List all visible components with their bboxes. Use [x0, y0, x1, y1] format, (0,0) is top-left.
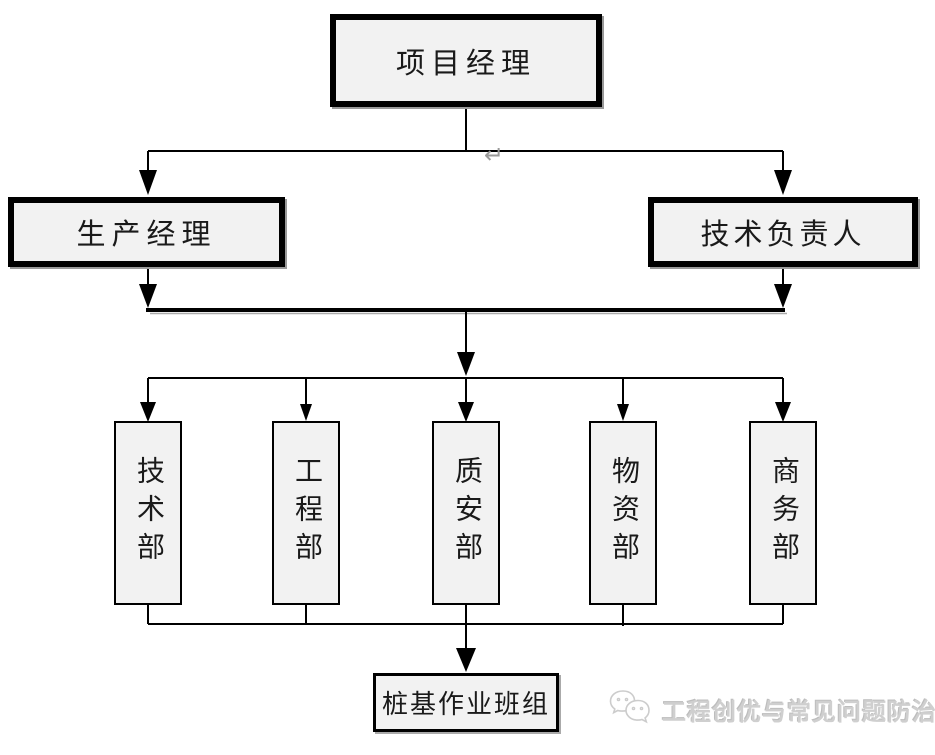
level1-connectors — [147, 107, 784, 172]
watermark-text: 工程创优与常见问题防治 — [662, 698, 935, 726]
node-dept-quality-safety-label: 质安部 — [451, 456, 482, 570]
center-arrowhead — [457, 352, 475, 376]
department-arrowheads — [140, 402, 791, 422]
node-dept-technology: 技术部 — [114, 421, 182, 605]
wechat-icon — [609, 690, 650, 724]
node-technical-director-label: 技术负责人 — [700, 219, 866, 251]
level2-connectors — [147, 267, 784, 286]
node-pile-work-team: 桩基作业班组 — [373, 673, 559, 732]
level2-arrowheads — [139, 284, 792, 308]
watermark: 工程创优与常见问题防治 — [608, 686, 935, 732]
node-dept-engineering-label: 工程部 — [291, 456, 322, 570]
node-pile-work-team-label: 桩基作业班组 — [381, 690, 550, 719]
level1-arrowheads — [139, 170, 792, 195]
return-mark: ↵ — [484, 141, 505, 169]
node-dept-quality-safety: 质安部 — [432, 421, 500, 605]
level3-connectors — [147, 605, 784, 650]
node-dept-materials: 物资部 — [589, 421, 657, 605]
node-technical-director: 技术负责人 — [648, 197, 918, 267]
node-dept-engineering: 工程部 — [272, 421, 340, 605]
node-project-manager-label: 项目经理 — [395, 47, 536, 80]
node-project-manager: 项目经理 — [330, 14, 602, 107]
node-production-manager-label: 生产经理 — [76, 219, 217, 251]
node-dept-commerce: 商务部 — [749, 421, 817, 605]
node-dept-materials-label: 物资部 — [608, 456, 639, 570]
node-dept-commerce-label: 商务部 — [768, 456, 799, 570]
node-dept-technology-label: 技术部 — [133, 456, 164, 570]
node-production-manager: 生产经理 — [8, 197, 285, 267]
work-team-arrowhead — [456, 648, 476, 672]
department-drops — [147, 378, 784, 406]
